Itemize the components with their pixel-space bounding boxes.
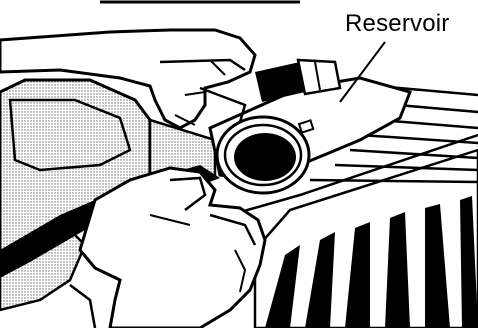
oil-filler-ring: [217, 117, 309, 193]
reservoir-label: Reservoir: [345, 10, 450, 38]
